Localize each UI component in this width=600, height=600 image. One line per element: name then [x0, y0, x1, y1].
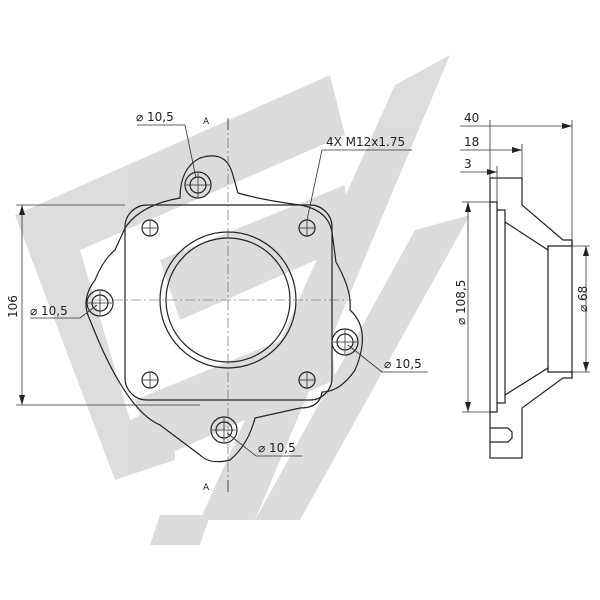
threaded-holes: [141, 219, 316, 389]
label-hole-bottom: ⌀ 10,5: [258, 441, 296, 455]
front-view: A A ⌀ 10,5 4X M12x1.75 ⌀ 10,5 ⌀ 10,5: [6, 110, 428, 493]
through-holes: [86, 171, 359, 444]
dimension-height: 106: [6, 204, 200, 406]
label-outer-diameter: ⌀ 108,5: [454, 280, 468, 325]
label-dim-step: 3: [464, 157, 472, 171]
label-inner-diameter: ⌀ 68: [576, 286, 590, 312]
label-dim-flange: 18: [464, 135, 479, 149]
label-hole-left: ⌀ 10,5: [30, 304, 68, 318]
dimension-step: 3: [460, 157, 498, 202]
label-thread: 4X M12x1.75: [326, 135, 405, 149]
leader-hole-bottom: ⌀ 10,5: [226, 432, 302, 457]
flange-outline: [85, 155, 364, 463]
leader-thread: 4X M12x1.75: [306, 135, 412, 221]
leader-hole-left: ⌀ 10,5: [30, 304, 98, 319]
threaded-hole-tr: [298, 219, 316, 237]
dimension-overall: 40: [460, 111, 573, 240]
section-top: [489, 177, 573, 252]
through-hole-right: [331, 328, 359, 356]
label-height: 106: [6, 295, 20, 318]
section-marker: A A: [203, 117, 229, 493]
section-label-top: A: [203, 117, 210, 127]
leader-hole-right: ⌀ 10,5: [347, 344, 428, 373]
section-label-bottom: A: [203, 483, 210, 493]
through-hole-top: [184, 171, 212, 199]
dimension-flange: 18: [460, 135, 523, 178]
section-bottom: [489, 366, 573, 459]
threaded-hole-br: [298, 371, 316, 389]
watermark-logo: [15, 55, 470, 545]
through-hole-left: [86, 289, 114, 317]
label-dim-overall: 40: [464, 111, 479, 125]
through-hole-bottom: [210, 416, 238, 444]
dimension-inner-diameter: ⌀ 68: [572, 245, 590, 373]
leader-hole-top: ⌀ 10,5: [136, 110, 197, 179]
flange-body: [124, 204, 333, 401]
threaded-hole-tl: [141, 219, 159, 237]
threaded-hole-bl: [141, 371, 159, 389]
label-hole-right: ⌀ 10,5: [384, 357, 422, 371]
dimension-outer-diameter: ⌀ 108,5: [454, 201, 490, 413]
label-hole-top: ⌀ 10,5: [136, 110, 174, 124]
side-view: 40 18 3 ⌀ 108,5: [454, 111, 590, 459]
